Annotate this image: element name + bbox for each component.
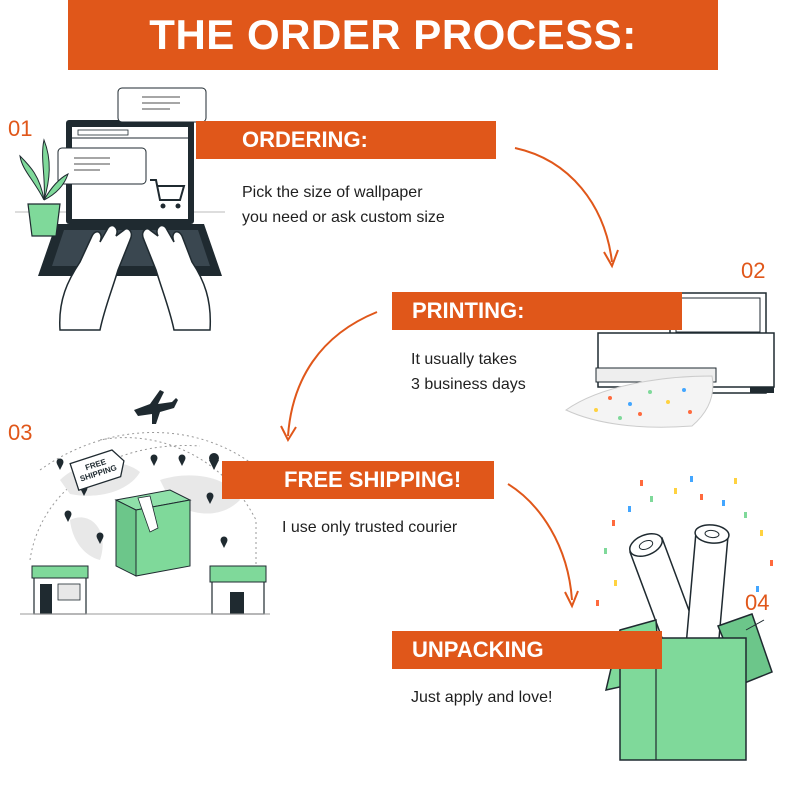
step-3-banner: FREE SHIPPING! [222, 461, 494, 499]
step-2-title: PRINTING: [412, 298, 525, 323]
step-number-3: 03 [8, 420, 33, 445]
step-1-description: Pick the size of wallpaper you need or a… [242, 180, 445, 230]
step-2-description: It usually takes 3 business days [411, 347, 526, 397]
step-number-1: 01 [8, 116, 33, 141]
title-banner: THE ORDER PROCESS: [68, 0, 718, 70]
step-4-banner: UNPACKING [392, 631, 662, 669]
printer-icon [565, 292, 775, 428]
step-1-title: ORDERING: [242, 127, 368, 152]
unpacking-box-icon [596, 476, 773, 761]
step-number-4: 04 [745, 590, 770, 615]
step-1-description-line: Pick the size of wallpaper [242, 184, 423, 201]
step-3-description: I use only trusted courier [282, 515, 457, 540]
step-3-description-line: I use only trusted courier [282, 519, 458, 536]
step-4-description-line: Just apply and love! [411, 689, 553, 706]
step-number-2: 02 [741, 258, 766, 283]
step-4-description: Just apply and love! [411, 685, 552, 710]
step-1-description-line: you need or ask custom size [242, 209, 445, 226]
page-title: THE ORDER PROCESS: [149, 11, 637, 58]
step-4-title: UNPACKING [412, 637, 544, 662]
step-2-description-line: 3 business days [411, 376, 526, 393]
step-2-description-line: It usually takes [411, 351, 517, 368]
laptop-shopping-icon [15, 87, 225, 331]
shipping-map-icon [20, 390, 270, 615]
step-3-title: FREE SHIPPING! [284, 467, 462, 492]
step-1-banner: ORDERING: [196, 121, 496, 159]
step-2-banner: PRINTING: [392, 292, 682, 330]
